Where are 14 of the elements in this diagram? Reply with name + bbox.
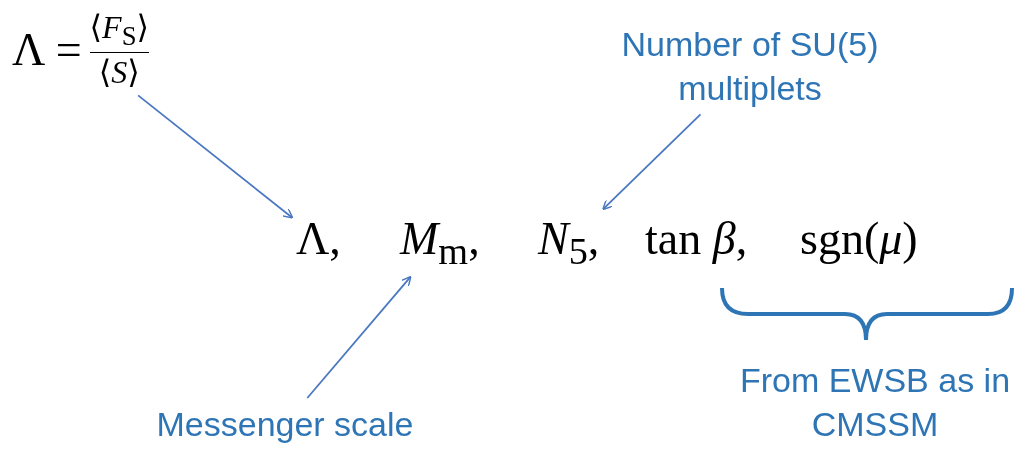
arrow: [137, 94, 294, 219]
math-symbol: M$_{m}$,: [400, 212, 480, 274]
annotation-text: From EWSB as in CMSSM: [738, 360, 1012, 446]
arrow: [306, 275, 412, 399]
annotation-text: Number of SU(5) multiplets: [580, 22, 920, 111]
math-symbol: N$_{5}$,: [538, 212, 600, 274]
arrow: [602, 113, 702, 211]
formula-text: Λ =: [12, 24, 82, 76]
math-symbol: tan β,: [645, 212, 748, 265]
fraction-denominator: ⟨S⟩: [98, 53, 140, 92]
math-symbol: Λ,: [296, 212, 341, 265]
fraction-numerator: ⟨F$_{S}$⟩: [89, 8, 149, 53]
annotation-text: Messenger scale: [120, 402, 450, 447]
math-symbol: sgn(μ): [800, 212, 918, 265]
